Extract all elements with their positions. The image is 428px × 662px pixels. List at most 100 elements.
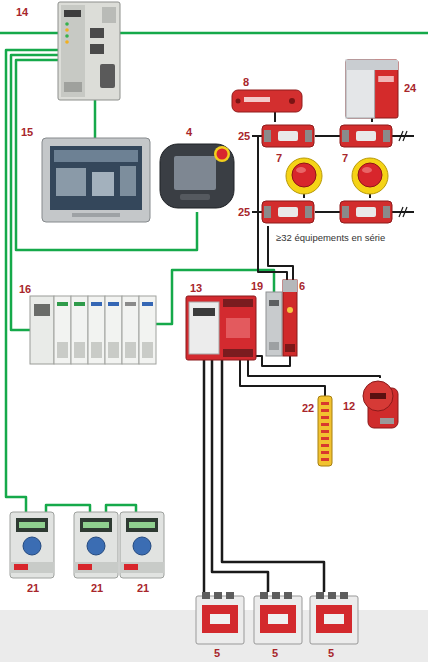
contactor-front: [316, 605, 352, 633]
controller-shape: [58, 2, 120, 100]
relay-terminal: [285, 344, 295, 352]
connector-body: [262, 201, 314, 223]
safety-switch-box: 24: [346, 60, 398, 118]
drive-body: [74, 512, 118, 578]
curtain-beam: [321, 444, 329, 447]
safety-controller: 13: [186, 296, 256, 360]
connector-row: 25: [262, 122, 394, 150]
drive-digits: [129, 522, 155, 528]
controller-panel: [189, 302, 219, 354]
connector-row-shape: [252, 125, 414, 147]
card-stripe: [142, 302, 153, 306]
wire: [240, 360, 325, 396]
safety-relay-shape: [283, 280, 297, 356]
wire: [212, 360, 268, 592]
switch-head: [363, 381, 393, 411]
card-stripe: [91, 302, 102, 306]
card-slot: [64, 82, 82, 92]
drive-shape: [120, 512, 164, 578]
light-curtain-drawing: [318, 396, 332, 466]
connector-label: [278, 131, 298, 141]
io-card: [71, 296, 88, 364]
drive-digits: [83, 522, 109, 528]
switch-top: [346, 60, 398, 70]
contactor-drawing: [254, 592, 302, 644]
connector-body: [340, 125, 392, 147]
wire: [248, 360, 380, 378]
estop-button: [217, 149, 228, 160]
card-stripe: [57, 302, 68, 306]
curtain-beam: [321, 409, 329, 412]
drive-badge: [78, 564, 92, 570]
sensor-screw: [289, 98, 295, 104]
drive-digits: [19, 522, 45, 528]
safety-sensor-drawing: [232, 90, 302, 112]
contactor-drawing: [310, 592, 358, 644]
callout-number: 19: [251, 280, 263, 292]
contactor-shape: [196, 592, 244, 644]
drive-badge: [14, 564, 28, 570]
screen-machine: [92, 172, 114, 196]
emergency-stop-shape: [286, 158, 322, 194]
note: ≥32 équipements en série: [276, 232, 426, 243]
safety-sensor-shape: [232, 90, 302, 112]
contactor-front: [202, 605, 238, 633]
light-curtain: 22: [318, 396, 332, 466]
cable: [315, 211, 340, 213]
callout-number: 8: [243, 76, 249, 88]
controller: 14: [58, 2, 120, 100]
screen-machine: [120, 166, 136, 196]
contactor-body: [254, 596, 302, 644]
io-module-shape: [266, 292, 282, 356]
callout-number: 14: [16, 6, 28, 18]
emergency-stop-shape: [352, 158, 388, 194]
interlock-switch-shape: [363, 381, 398, 428]
serial-port: [100, 64, 115, 88]
contactor-label: [210, 614, 230, 624]
connector-plug: [342, 130, 349, 142]
power-display: [34, 304, 50, 316]
ethernet-port: [90, 44, 104, 54]
callout-number: 12: [343, 400, 355, 412]
curtain-beam: [321, 416, 329, 419]
switch-label: [378, 76, 394, 82]
wire: [46, 505, 90, 512]
callout-number: 24: [404, 82, 416, 94]
contactor: 5: [254, 592, 302, 644]
estop-button: [358, 163, 382, 187]
contactor-body: [196, 596, 244, 644]
connector-body: [340, 201, 392, 223]
drive-dial: [133, 537, 151, 555]
pendant-shape: [160, 144, 234, 208]
relay-top: [283, 280, 297, 292]
drive-display: [16, 518, 48, 532]
drive-shape: [74, 512, 118, 578]
io-card: [139, 296, 156, 364]
contactor-terminal: [260, 592, 268, 599]
estop-ring: [286, 158, 322, 194]
curtain-beam: [321, 437, 329, 440]
contactor-terminal: [214, 592, 222, 599]
relay-body: [283, 280, 297, 356]
card-stripe: [74, 302, 85, 306]
light-curtain-shape: [318, 396, 332, 466]
module-port: [269, 300, 279, 306]
emergency-stop: 7: [352, 158, 388, 194]
power-module: [30, 296, 54, 364]
interlock-switch-drawing: [360, 378, 400, 430]
pendant-drawing: [160, 140, 234, 212]
contactor-terminal: [340, 592, 348, 599]
cable-stub: [392, 211, 414, 213]
drive-base: [10, 562, 54, 573]
callout-number: 5: [328, 647, 334, 659]
connector-plug: [383, 206, 390, 218]
drive-dial: [87, 537, 105, 555]
contactor-label: [324, 614, 344, 624]
callout-number: 7: [342, 152, 348, 164]
controller-body: [186, 296, 256, 360]
pendant-keys: [180, 194, 210, 200]
hmi-screen: [50, 146, 142, 210]
hmi-panel: 15: [42, 138, 150, 222]
contactor-front: [260, 605, 296, 633]
safety-relay: 6: [283, 280, 297, 356]
